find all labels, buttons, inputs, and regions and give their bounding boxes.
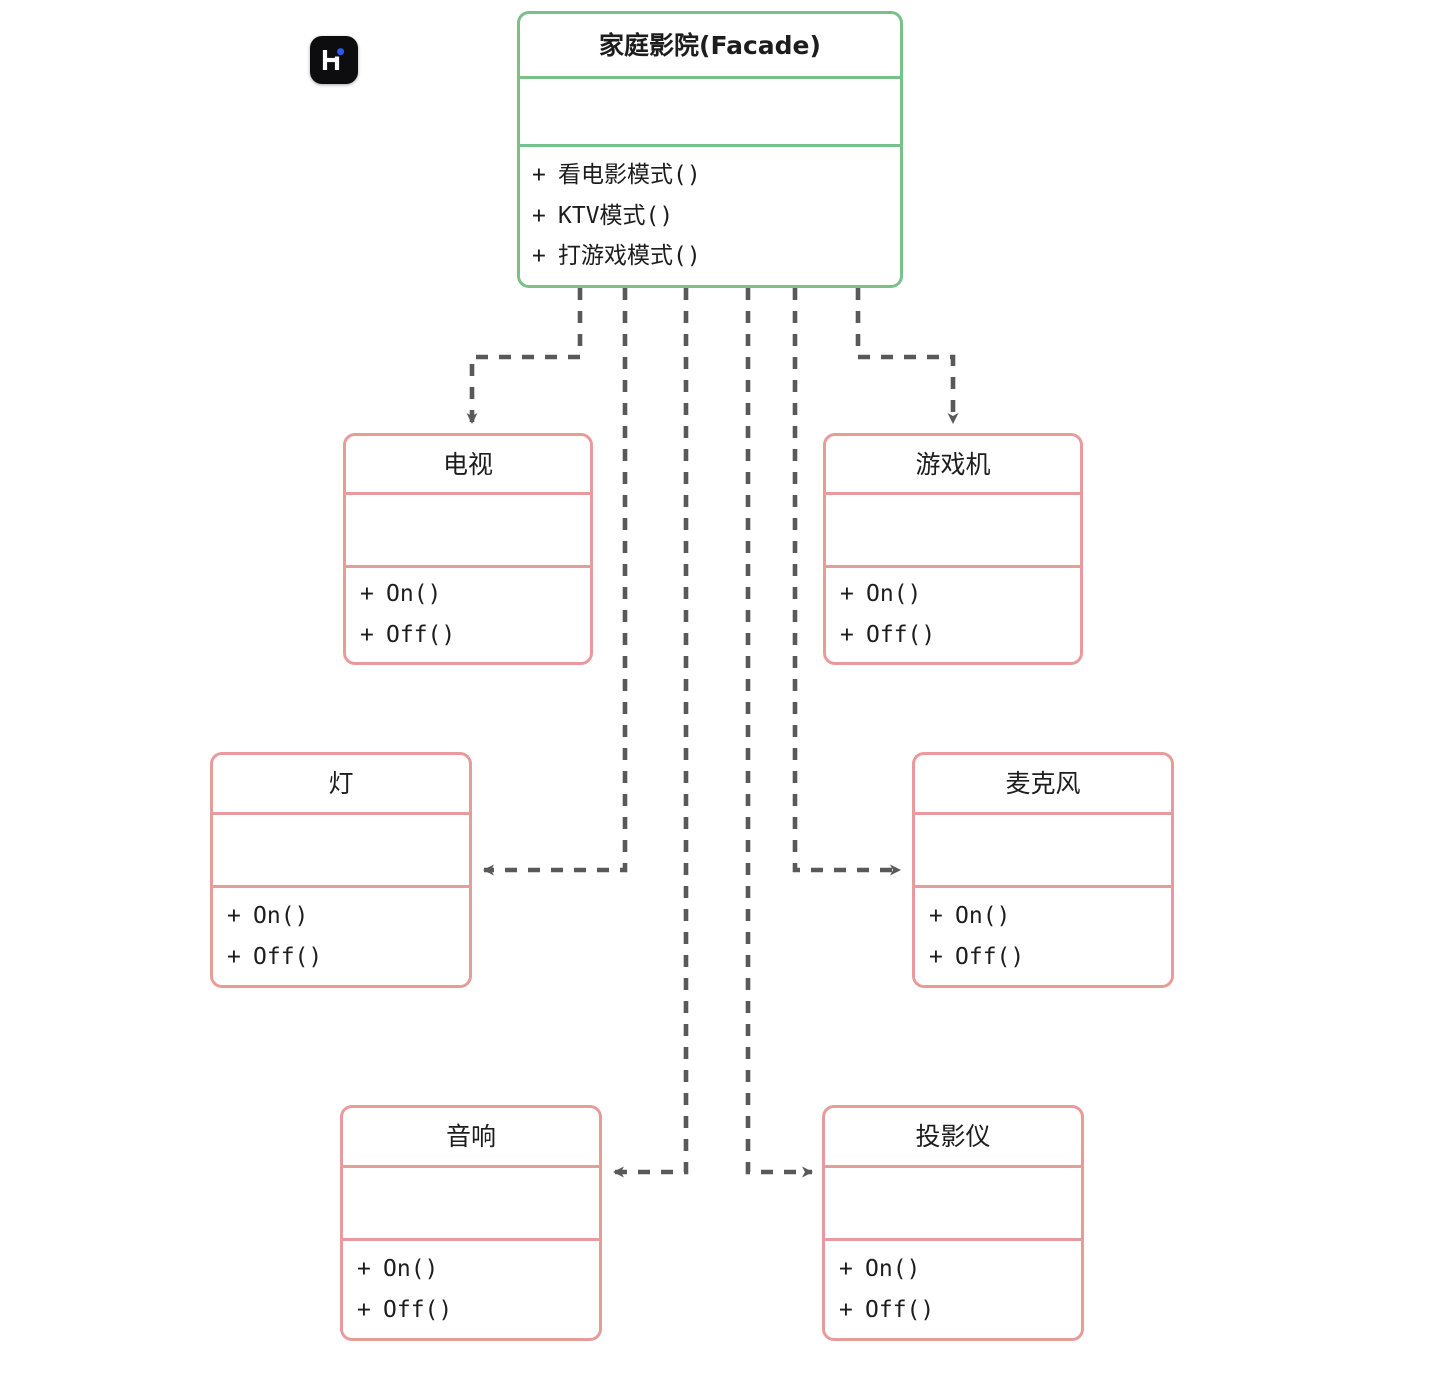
visibility-marker: +	[227, 943, 241, 970]
operation-signature: On()	[866, 581, 922, 608]
operation-signature: Off()	[253, 943, 323, 970]
operation-signature: Off()	[386, 622, 456, 648]
visibility-marker: +	[929, 943, 943, 970]
class-attributes-section	[915, 812, 1171, 885]
visibility-marker: +	[840, 581, 854, 608]
operation-signature: On()	[383, 1255, 439, 1282]
visibility-marker: +	[839, 1255, 853, 1282]
operation-signature: Off()	[866, 622, 936, 648]
operation-signature: 打游戏模式()	[558, 243, 701, 270]
class-title-section: 音响	[343, 1108, 599, 1165]
edge-facade-to-speaker	[613, 288, 689, 1178]
visibility-marker: +	[360, 622, 374, 648]
operation-row: + Off()	[346, 615, 590, 656]
visibility-marker: +	[840, 622, 854, 648]
visibility-marker: +	[357, 1296, 371, 1323]
visibility-marker: +	[360, 581, 374, 608]
edge-facade-to-console	[855, 288, 959, 424]
operation-row: + Off()	[825, 1290, 1081, 1331]
class-title-section: 投影仪	[825, 1108, 1081, 1165]
edge-facade-to-tv	[466, 288, 583, 424]
class-box-microphone[interactable]: 麦克风 + On() + Off()	[912, 752, 1174, 988]
operation-signature: On()	[386, 581, 442, 608]
operation-signature: On()	[865, 1255, 921, 1282]
visibility-marker: +	[357, 1255, 371, 1282]
operation-signature: Off()	[955, 943, 1025, 970]
class-operations-section: + 看电影模式() + KTV模式() + 打游戏模式()	[520, 144, 900, 285]
visibility-marker: +	[227, 902, 241, 929]
operation-row: + On()	[213, 896, 469, 937]
operation-signature: 看电影模式()	[558, 161, 701, 188]
class-box-game-console[interactable]: 游戏机 + On() + Off()	[823, 433, 1083, 665]
class-name: 电视	[442, 449, 493, 479]
class-attributes-section	[343, 1165, 599, 1238]
class-operations-section: + On() + Off()	[346, 565, 590, 662]
class-name: 灯	[328, 769, 354, 798]
class-box-light[interactable]: 灯 + On() + Off()	[210, 752, 472, 988]
operation-signature: On()	[955, 902, 1011, 929]
class-box-projector[interactable]: 投影仪 + On() + Off()	[822, 1105, 1084, 1341]
app-logo-icon	[310, 36, 358, 84]
operation-row: + On()	[346, 574, 590, 615]
operation-row: + Off()	[915, 937, 1171, 978]
operation-row: + 看电影模式()	[520, 155, 900, 196]
class-operations-section: + On() + Off()	[825, 1238, 1081, 1338]
operation-row: + On()	[915, 896, 1171, 937]
class-attributes-section	[346, 492, 590, 565]
operation-row: + On()	[825, 1249, 1081, 1290]
class-name: 麦克风	[1005, 769, 1081, 798]
visibility-marker: +	[532, 202, 546, 229]
class-title-section: 家庭影院(Facade)	[520, 14, 900, 76]
class-attributes-section	[825, 1165, 1081, 1238]
class-box-speaker[interactable]: 音响 + On() + Off()	[340, 1105, 602, 1341]
visibility-marker: +	[839, 1296, 853, 1323]
class-box-tv[interactable]: 电视 + On() + Off()	[343, 433, 593, 665]
operation-signature: KTV模式()	[558, 202, 674, 229]
operation-signature: On()	[253, 902, 309, 929]
operation-signature: Off()	[383, 1296, 453, 1323]
operation-row: + Off()	[213, 937, 469, 978]
class-operations-section: + On() + Off()	[343, 1238, 599, 1338]
visibility-marker: +	[929, 902, 943, 929]
class-name: 家庭影院(Facade)	[599, 30, 821, 60]
class-title-section: 电视	[346, 436, 590, 492]
class-name: 游戏机	[915, 449, 991, 479]
operation-row: + On()	[826, 574, 1080, 615]
class-name: 音响	[445, 1122, 496, 1151]
class-name: 投影仪	[915, 1122, 991, 1151]
operation-row: + 打游戏模式()	[520, 236, 900, 277]
class-operations-section: + On() + Off()	[915, 885, 1171, 985]
class-operations-section: + On() + Off()	[213, 885, 469, 985]
operation-row: + KTV模式()	[520, 196, 900, 237]
class-title-section: 麦克风	[915, 755, 1171, 812]
operation-signature: Off()	[865, 1296, 935, 1323]
class-title-section: 灯	[213, 755, 469, 812]
operation-row: + On()	[343, 1249, 599, 1290]
operation-row: + Off()	[343, 1290, 599, 1331]
class-attributes-section	[520, 76, 900, 144]
edge-facade-to-projector	[745, 288, 813, 1178]
class-title-section: 游戏机	[826, 436, 1080, 492]
visibility-marker: +	[532, 243, 546, 270]
class-box-facade[interactable]: 家庭影院(Facade) + 看电影模式() + KTV模式() + 打游戏模式…	[517, 11, 903, 288]
class-attributes-section	[826, 492, 1080, 565]
class-operations-section: + On() + Off()	[826, 565, 1080, 662]
class-attributes-section	[213, 812, 469, 885]
visibility-marker: +	[532, 161, 546, 188]
operation-row: + Off()	[826, 615, 1080, 656]
